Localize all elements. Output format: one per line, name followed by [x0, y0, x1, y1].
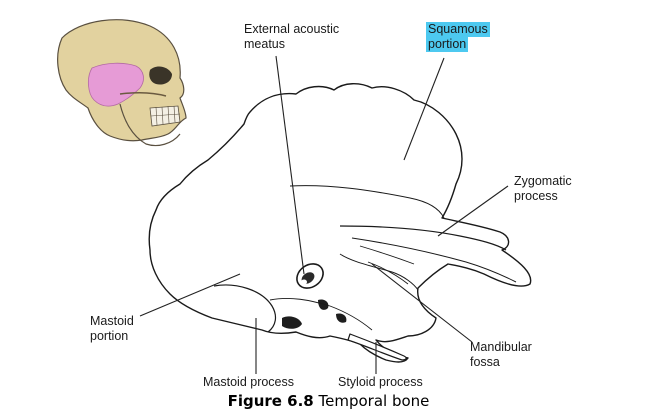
leader-lines: [139, 55, 509, 374]
temporal-bone: [148, 83, 532, 363]
skull-inset: [57, 19, 187, 147]
squamous-contour: [289, 185, 445, 219]
label-mastoid-process: Mastoid process: [203, 375, 295, 389]
label-external-acoustic-meatus: External acoustic meatus: [244, 22, 340, 51]
leader-mandibular-fossa: [371, 263, 473, 343]
petrous-ridge: [269, 297, 373, 331]
zygomatic-process-lower: [351, 237, 517, 283]
skull-teeth: [149, 105, 181, 127]
label-mastoid-portion: Mastoid portion: [90, 314, 134, 343]
label-styloid-process: Styloid process: [338, 375, 423, 389]
skull-temporal-region: [88, 62, 144, 107]
leader-zygomatic-process: [437, 185, 509, 237]
zygomatic-process-shape: [339, 225, 507, 251]
figure-number: Figure 6.8: [227, 392, 314, 410]
leader-mastoid-portion: [139, 273, 241, 317]
mastoid-process-shape: [213, 284, 277, 333]
mandibular-fossa-shape: [339, 253, 419, 291]
shaded-recess: [282, 316, 302, 329]
skull-mandible: [119, 103, 181, 147]
leader-external-acoustic-meatus: [275, 55, 305, 275]
label-squamous-portion: Squamous portion: [426, 22, 490, 52]
label-mandibular-fossa: Mandibular fossa: [470, 340, 532, 369]
leader-squamous-portion: [403, 57, 445, 161]
label-zygomatic-process: Zygomatic process: [514, 174, 572, 203]
styloid-process-shape: [347, 333, 407, 361]
figure-title: Temporal bone: [318, 392, 430, 410]
articular-tubercle: [359, 245, 415, 285]
figure-caption: Figure 6.8 Temporal bone: [0, 392, 657, 410]
temporal-bone-outline: [148, 83, 532, 363]
skull-zygomatic-arch: [119, 91, 167, 97]
skull-eye-socket: [149, 66, 172, 85]
